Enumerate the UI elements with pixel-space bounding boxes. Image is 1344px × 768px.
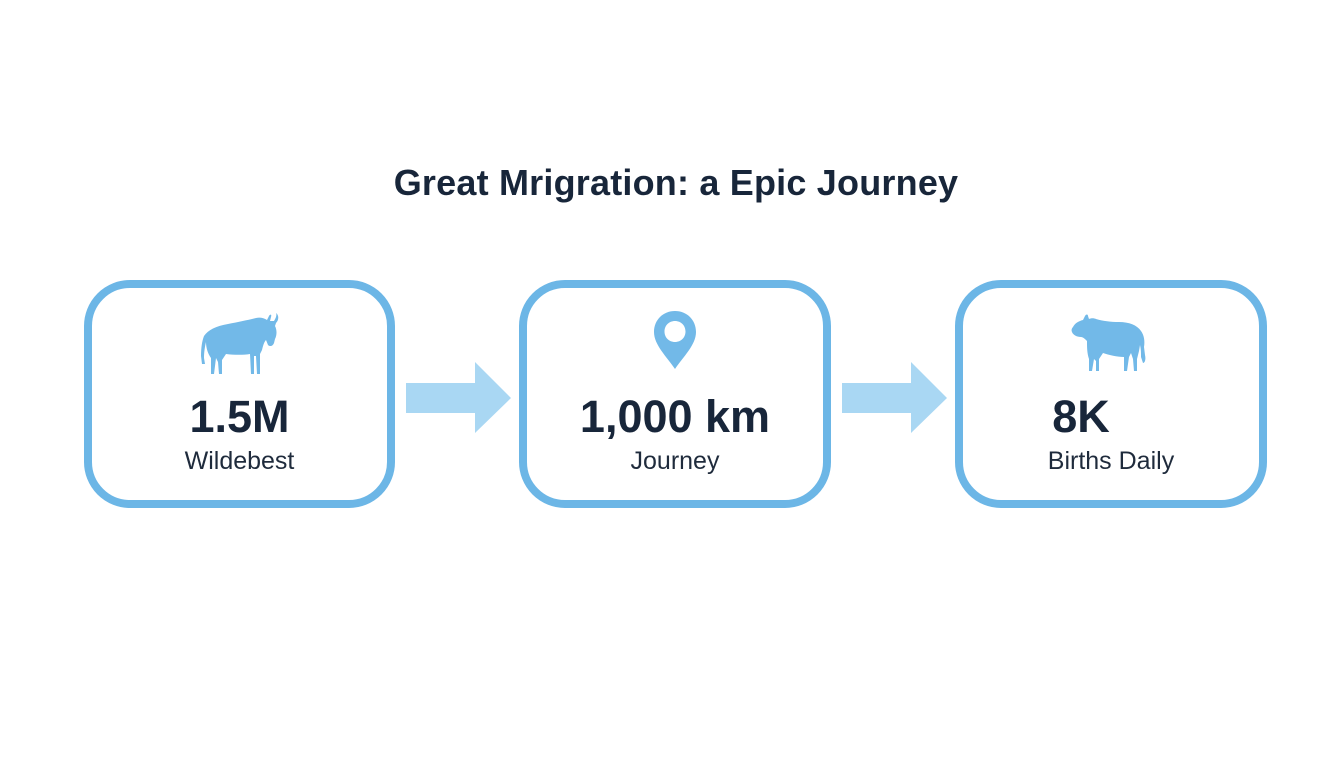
stat-label: Journey <box>630 447 720 475</box>
stat-label: Births Daily <box>1047 447 1175 475</box>
stat-value: 1,000 km <box>579 391 771 442</box>
map-pin-icon <box>527 311 823 377</box>
stat-value: 8K <box>1052 391 1110 442</box>
arrow-right-icon <box>406 362 512 439</box>
arrow-right-icon <box>842 362 948 439</box>
stat-card-births: 8K Births Daily <box>955 280 1267 508</box>
stat-card-wildebeest: 1.5M Wildebest <box>84 280 395 508</box>
stat-card-journey: 1,000 km Journey <box>519 280 831 508</box>
wildebeest-icon <box>92 312 387 378</box>
diagram-title: Great Mrigration: a Epic Journey <box>393 162 959 203</box>
stat-label: Wildebest <box>184 447 295 475</box>
stat-value: 1.5M <box>189 391 290 442</box>
calf-icon <box>963 313 1259 379</box>
